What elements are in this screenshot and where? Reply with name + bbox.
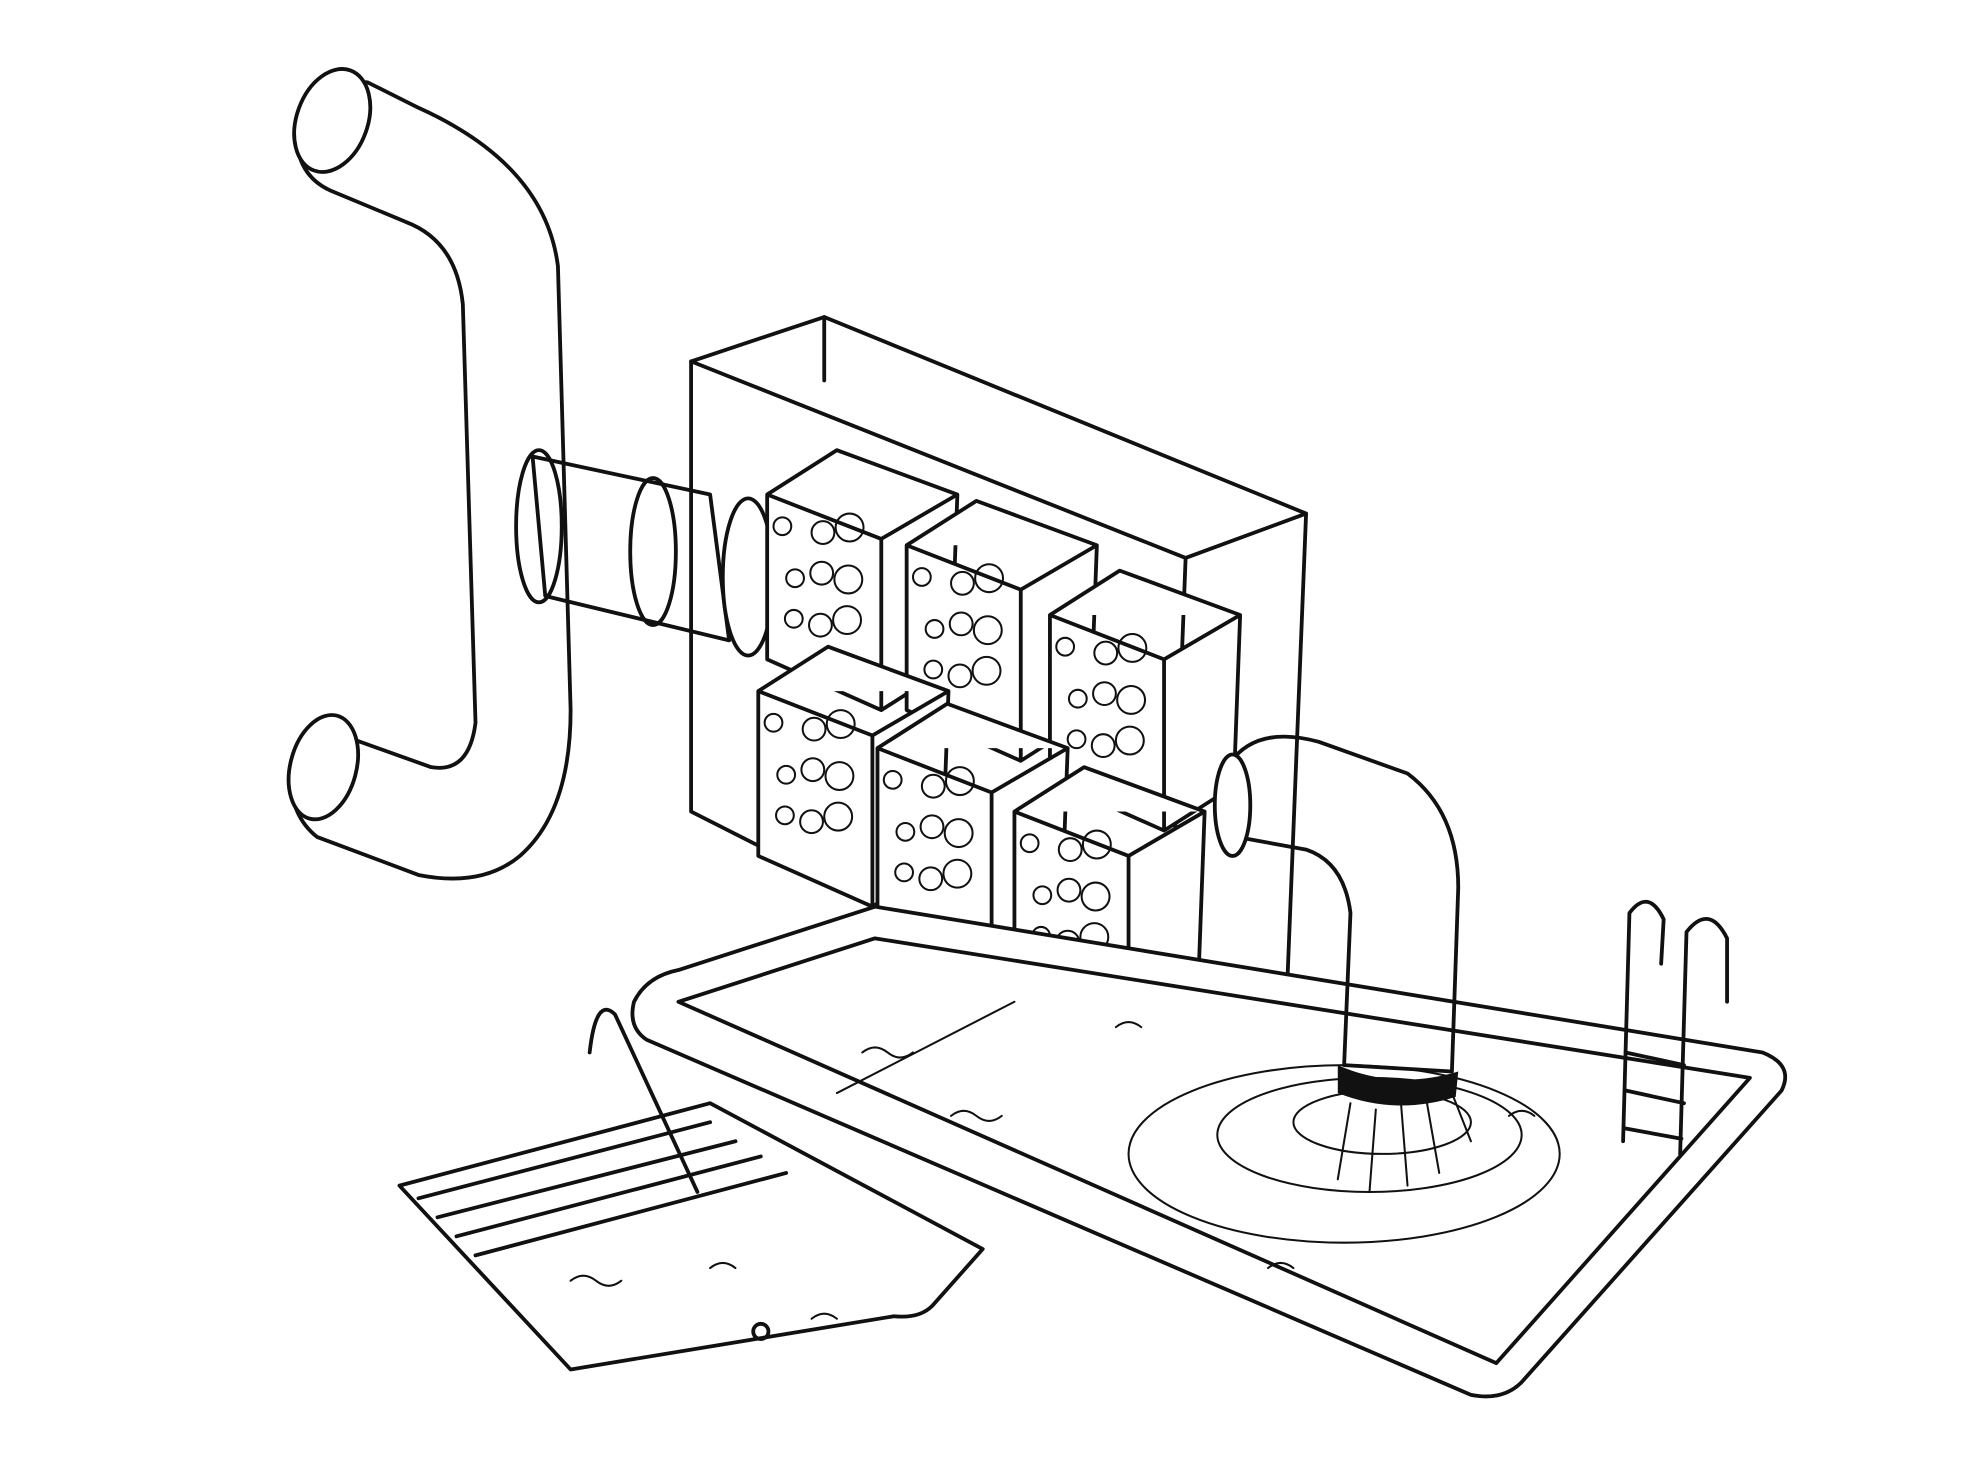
filter-media-bubble: [920, 773, 946, 799]
filter-media-bubble: [942, 858, 973, 889]
filter-media-bubble: [783, 608, 804, 629]
filter-media-bubble: [1093, 640, 1119, 666]
filter-media-bubble: [924, 619, 945, 639]
hose-top-opening: [292, 67, 373, 174]
filter-media-bubble: [911, 567, 932, 587]
filter-media-bubble: [948, 611, 974, 637]
filter-media-bubble: [800, 757, 826, 783]
filter-media-bubble: [1117, 633, 1148, 663]
pool: [630, 899, 1788, 1399]
filter-media-bubble: [971, 655, 1002, 686]
filter-media-bubble: [1114, 725, 1145, 756]
filter-media-bubble: [1067, 688, 1088, 709]
filter-media-bubble: [1066, 729, 1087, 750]
filter-media-bubble: [807, 612, 833, 638]
filter-media-bubble: [974, 563, 1005, 594]
outlet-pipe: [1212, 734, 1472, 1193]
filter-media-bubble: [894, 862, 915, 883]
filter-media-bubble: [785, 568, 805, 589]
filter-media-bubble: [1081, 829, 1112, 860]
filter-media-bubble: [1055, 636, 1076, 657]
hose-bottom-opening: [286, 713, 360, 822]
filter-media-bubble: [832, 605, 863, 636]
filter-basin: [397, 1007, 985, 1372]
filter-media-bubble: [1080, 881, 1111, 912]
filter-media-bubble: [824, 761, 855, 792]
outlet-ring-bottom: [1337, 1065, 1459, 1106]
filter-media-bubble: [950, 570, 975, 596]
filter-media-bubble: [918, 866, 944, 892]
basin-handle: [587, 1007, 700, 1194]
filter-media-bubble: [833, 564, 864, 595]
filter-media-bubble: [823, 801, 854, 832]
filter-media-bubble: [810, 520, 836, 546]
filter-media-bubble: [923, 659, 944, 680]
filter-media-bubble: [1057, 837, 1083, 863]
filter-media-bubble: [776, 764, 797, 785]
pool-ladder: [1621, 899, 1729, 1156]
filter-media-bubble: [825, 709, 856, 740]
filter-media-bubble: [1090, 733, 1116, 759]
filter-media-bubble: [895, 821, 916, 842]
filter-media-bubble: [972, 615, 1003, 646]
filter-media-bubble: [801, 716, 827, 742]
filter-media-bubble: [1032, 885, 1053, 906]
filter-media-bubble: [763, 712, 784, 733]
filter-media-bubble: [775, 805, 795, 826]
filter-media-bubble: [919, 814, 945, 840]
filter-media-bubble: [809, 560, 835, 586]
filter-media-bubble: [882, 769, 903, 790]
filter-media-bubble: [1092, 681, 1117, 707]
filter-media-bubble: [1056, 877, 1082, 903]
filter-media-bubble: [943, 818, 974, 849]
filter-media-bubble: [947, 663, 973, 689]
inlet-coupler: [514, 448, 776, 658]
filter-media-bubble: [799, 809, 824, 835]
filter-media-bubble: [834, 512, 865, 543]
filter-media-bubble: [1116, 684, 1147, 715]
filter-media-bubble: [1019, 833, 1040, 854]
filter-media-bubble: [944, 766, 975, 797]
filter-media-bubble: [772, 516, 793, 537]
outlet-ring-top: [1212, 752, 1253, 858]
water-splash: [1336, 1092, 1472, 1193]
intake-hose: [286, 67, 573, 881]
